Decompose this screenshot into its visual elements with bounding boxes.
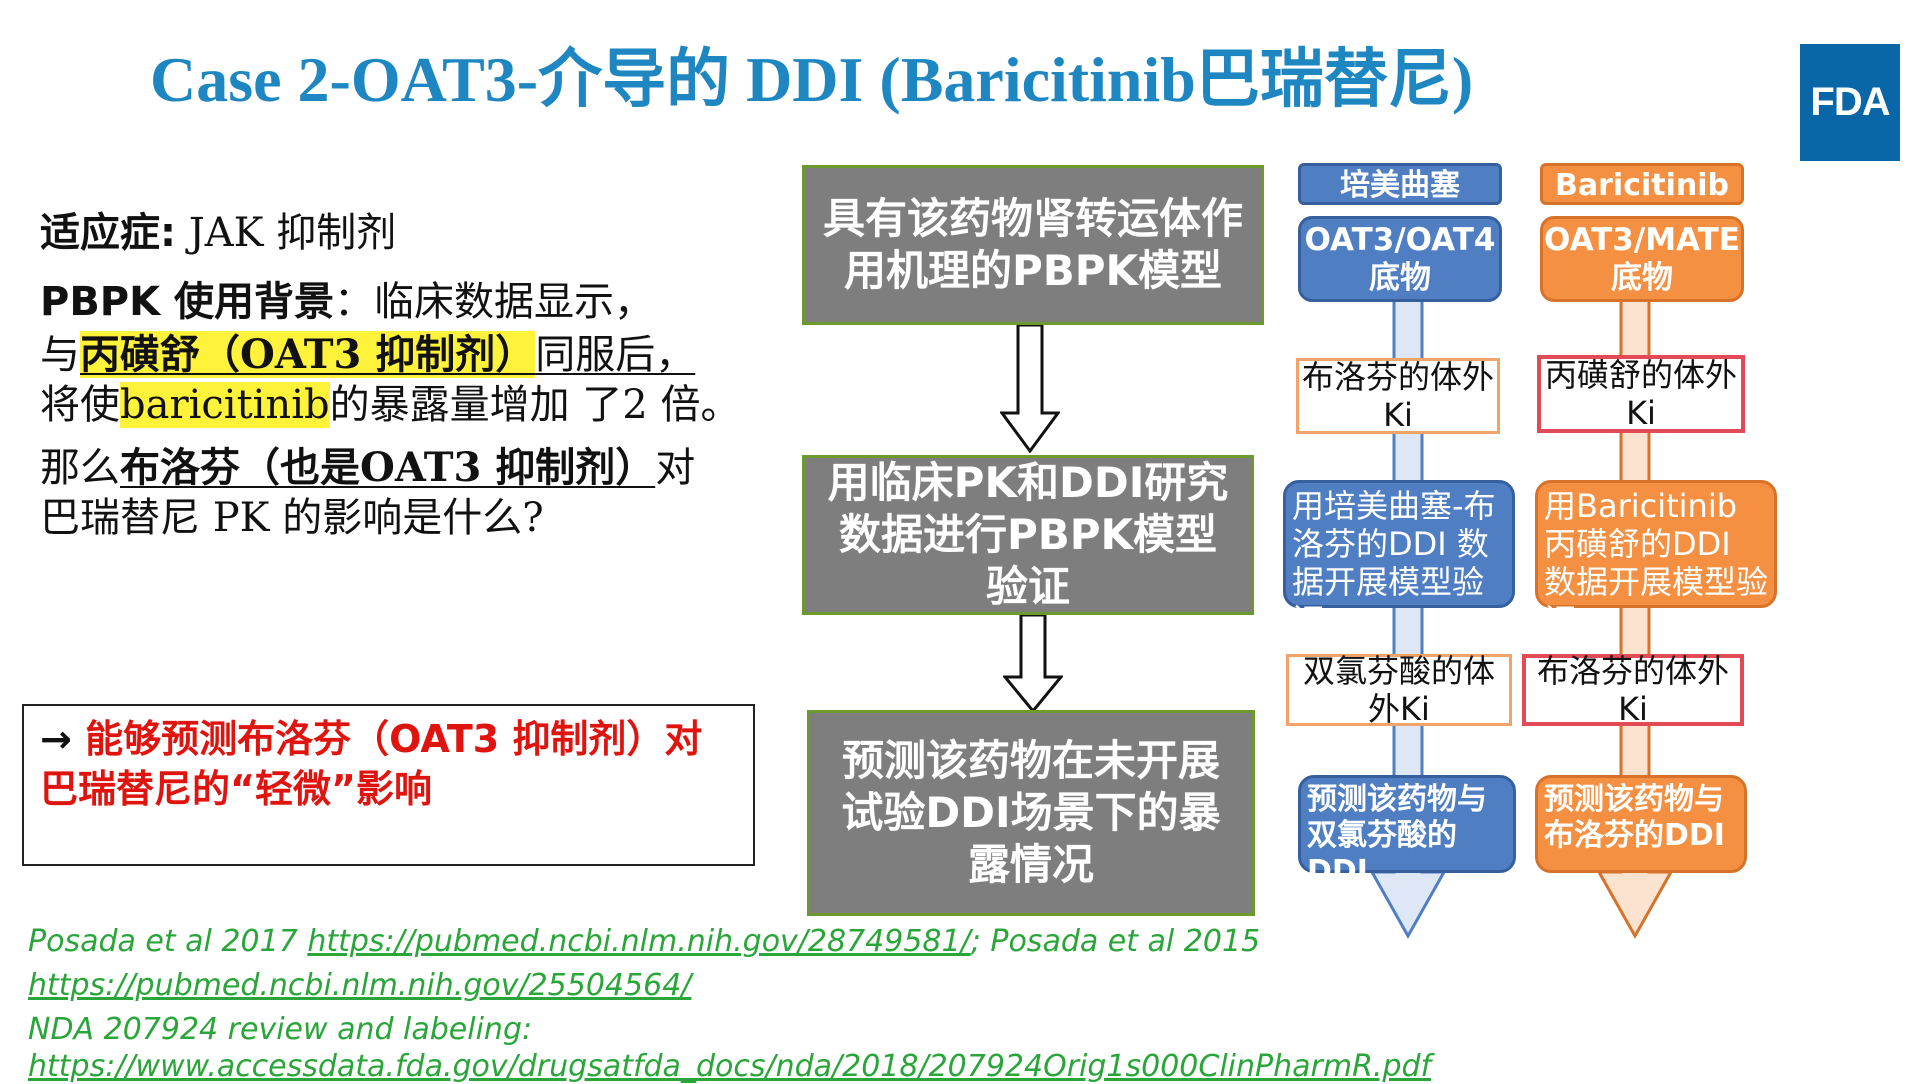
blue-column-ki2-box: 双氯芬酸的体外Ki: [1286, 652, 1512, 728]
context-text: 将使: [40, 382, 120, 428]
context-text: 同服后，: [535, 332, 696, 378]
blue-column-validation: 用培美曲塞-布洛芬的DDI 数据开展模型验证: [1283, 480, 1515, 639]
context-text: 与: [40, 332, 80, 378]
reference-link-3[interactable]: https://www.accessdata.fda.gov/drugsatfd…: [28, 1049, 1432, 1084]
orange-column-ki-box: 丙磺舒的体外Ki: [1537, 355, 1745, 433]
pbpk-label: PBPK 使用背景: [40, 279, 335, 325]
down-arrow-icon: [1000, 325, 1060, 453]
question-line-2: 巴瑞替尼 PK 的影响是什么?: [40, 495, 544, 541]
conclusion-line-1: → 能够预测布洛芬（OAT3 抑制剂）对: [40, 714, 737, 764]
fda-logo: FDA: [1800, 44, 1900, 161]
context-text: 的暴露量增加 了2 倍。: [329, 382, 741, 428]
indication-line: 适应症: JAK 抑制剂: [40, 208, 396, 258]
reference-link-2[interactable]: https://pubmed.ncbi.nlm.nih.gov/25504564…: [28, 968, 692, 1003]
baricitinib-highlight: baricitinib: [120, 382, 330, 428]
reference-line-2: https://pubmed.ncbi.nlm.nih.gov/25504564…: [28, 966, 691, 1006]
pbpk-intro: ：临床数据显示，: [334, 279, 655, 325]
indication-label: 适应症:: [40, 210, 176, 256]
reference-link-1[interactable]: https://pubmed.ncbi.nlm.nih.gov/28749581…: [307, 924, 971, 959]
orange-column-substrate: OAT3/MATE 底物: [1540, 216, 1744, 302]
orange-column-prediction: 预测该药物与布洛芬的DDI: [1535, 775, 1747, 873]
orange-column-header: Baricitinib: [1540, 163, 1744, 205]
reference-line-1: Posada et al 2017 https://pubmed.ncbi.nl…: [28, 922, 1260, 962]
flow-step-2: 用临床PK和DDI研究数据进行PBPK模型验证: [802, 455, 1254, 615]
question-text: 那么: [40, 445, 120, 491]
orange-column-ki2-box: 布洛芬的体外Ki: [1522, 652, 1744, 728]
context-line-3: 将使baricitinib的暴露量增加 了2 倍。: [40, 380, 740, 430]
question-line-1: 那么布洛芬（也是OAT3 抑制剂）对: [40, 443, 695, 493]
question-text: 对: [655, 445, 696, 491]
indication-value: JAK 抑制剂: [176, 210, 397, 256]
reference-line-3: NDA 207924 review and labeling:: [28, 1012, 533, 1047]
ibuprofen-emphasis: 布洛芬（也是OAT3 抑制剂）: [120, 444, 656, 491]
reference-line-4: https://www.accessdata.fda.gov/drugsatfd…: [28, 1052, 1431, 1082]
probenecid-highlight: 丙磺舒（OAT3 抑制剂）: [80, 331, 536, 378]
down-arrow-icon: [1003, 615, 1063, 713]
context-line-2: 与丙磺舒（OAT3 抑制剂）同服后，: [40, 330, 695, 380]
pbpk-line: PBPK 使用背景：临床数据显示，: [40, 277, 654, 327]
arrow-right-icon: →: [40, 717, 72, 761]
orange-column-validation: 用Baricitinib丙磺舒的DDI 数据开展模型验证: [1535, 480, 1777, 639]
reference-text: Posada et al 2017: [28, 924, 308, 959]
blue-column-header: 培美曲塞: [1298, 163, 1502, 205]
blue-column-substrate: OAT3/OAT4 底物: [1298, 216, 1502, 302]
flow-step-1: 具有该药物肾转运体作用机理的PBPK模型: [802, 165, 1264, 325]
page-title: Case 2-OAT3-介导的 DDI (Baricitinib巴瑞替尼): [150, 44, 1474, 115]
blue-column-prediction: 预测该药物与双氯芬酸的DDI: [1298, 775, 1516, 889]
conclusion-text: 能够预测布洛芬（OAT3 抑制剂）对: [71, 717, 703, 761]
conclusion-line-2: 巴瑞替尼的“轻微”影响: [40, 767, 432, 811]
reference-text: ; Posada et al 2015: [970, 924, 1261, 959]
blue-column-ki-box: 布洛芬的体外Ki: [1296, 358, 1500, 434]
conclusion-box: → 能够预测布洛芬（OAT3 抑制剂）对 巴瑞替尼的“轻微”影响: [22, 704, 755, 866]
flow-step-3: 预测该药物在未开展试验DDI场景下的暴露情况: [807, 710, 1255, 916]
